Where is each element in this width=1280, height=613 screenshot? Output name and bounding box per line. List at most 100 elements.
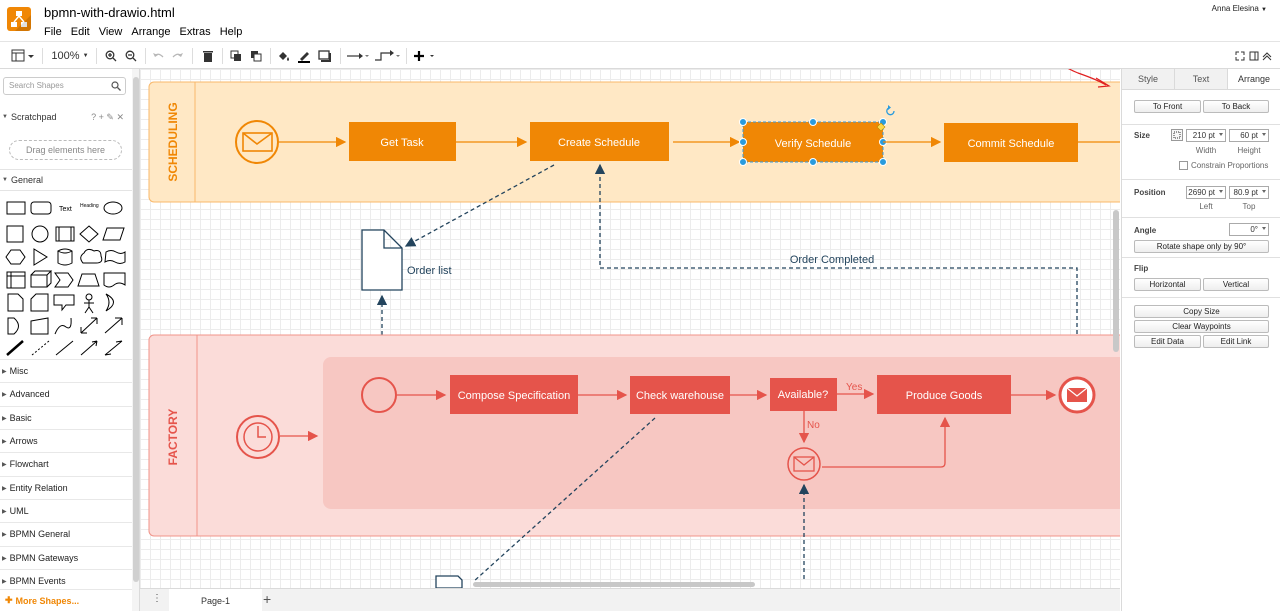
tab-text[interactable]: Text	[1175, 69, 1228, 89]
search-shapes-input[interactable]: Search Shapes	[3, 77, 126, 95]
task-verify-schedule[interactable]: Verify Schedule	[742, 121, 884, 163]
waypoints-icon[interactable]	[374, 47, 402, 65]
shape-diamond[interactable]	[79, 225, 99, 243]
start-timer-event[interactable]	[236, 415, 280, 459]
redo-icon[interactable]	[170, 47, 186, 65]
more-shapes-button[interactable]: ✚More Shapes...	[0, 589, 132, 611]
gateway-available[interactable]: Available?	[770, 378, 837, 411]
menu-help[interactable]: Help	[219, 26, 243, 38]
end-message-event[interactable]	[1058, 376, 1096, 414]
data-object-partial[interactable]	[435, 575, 463, 588]
message-flow-order-completed[interactable]	[594, 163, 1078, 376]
shape-trapezoid[interactable]	[77, 273, 100, 287]
shape-square[interactable]	[6, 225, 24, 243]
flip-vertical-button[interactable]: Vertical	[1203, 278, 1269, 291]
add-page-icon[interactable]: +	[263, 591, 272, 607]
shape-line[interactable]	[55, 340, 74, 356]
shape-step[interactable]	[54, 272, 74, 288]
user-menu[interactable]: Anna Elesina ▼	[1212, 4, 1267, 13]
shape-ellipse[interactable]	[103, 201, 123, 215]
shape-heading[interactable]: Heading	[80, 203, 99, 209]
canvas-vertical-scrollbar[interactable]	[1113, 210, 1119, 352]
collapse-chevron-up-icon[interactable]	[1261, 47, 1273, 65]
clear-waypoints-button[interactable]: Clear Waypoints	[1134, 320, 1269, 333]
zoom-select[interactable]: 100% ▼	[51, 50, 89, 62]
diagram-canvas[interactable]: SCHEDULING Get Task Create Schedule Veri…	[140, 69, 1120, 588]
shape-bidirectional-arrow[interactable]	[80, 317, 98, 334]
copy-size-button[interactable]: Copy Size	[1134, 305, 1269, 318]
view-panels-button[interactable]	[10, 47, 36, 65]
shape-curve[interactable]	[54, 317, 72, 335]
palette-advanced[interactable]: ▶Advanced	[0, 382, 132, 405]
palette-bpmn-general[interactable]: ▶BPMN General	[0, 522, 132, 545]
delete-icon[interactable]	[200, 47, 216, 65]
page-tab[interactable]: Page-1	[169, 589, 262, 612]
shape-cylinder[interactable]	[56, 248, 73, 266]
shape-triangle[interactable]	[33, 248, 48, 266]
canvas-horizontal-scrollbar[interactable]	[473, 582, 755, 587]
height-input[interactable]: 60 pt	[1229, 129, 1269, 142]
task-commit-schedule[interactable]: Commit Schedule	[944, 123, 1078, 162]
tab-style[interactable]: Style	[1122, 69, 1175, 89]
width-input[interactable]: 210 pt	[1186, 129, 1226, 142]
shape-cube[interactable]	[30, 270, 53, 288]
shape-parallelogram[interactable]	[102, 227, 125, 241]
flip-horizontal-button[interactable]: Horizontal	[1134, 278, 1201, 291]
shape-line-thick[interactable]	[6, 340, 24, 356]
palette-misc[interactable]: ▶Misc	[0, 359, 132, 382]
menu-edit[interactable]: Edit	[70, 26, 90, 38]
shadow-icon[interactable]	[316, 47, 334, 65]
menu-view[interactable]: View	[98, 26, 123, 38]
menu-extras[interactable]: Extras	[179, 26, 211, 38]
shape-hexagon[interactable]	[5, 249, 26, 265]
to-front-button[interactable]: To Front	[1134, 100, 1201, 113]
association-createschedule-orderlist[interactable]	[404, 164, 555, 247]
page-menu-icon[interactable]: ⋮	[152, 593, 162, 604]
scratchpad-header[interactable]: ▼Scratchpad ? + ✎ ✕	[0, 107, 132, 127]
task-produce-goods[interactable]: Produce Goods	[877, 375, 1011, 414]
menu-arrange[interactable]: Arrange	[131, 26, 171, 38]
edit-data-button[interactable]: Edit Data	[1134, 335, 1201, 348]
shape-line-dashed[interactable]	[31, 340, 50, 356]
data-object-order-list[interactable]: Order list	[361, 229, 452, 291]
sidebar-scrollbar[interactable]	[132, 69, 139, 611]
tab-arrange[interactable]: Arrange	[1228, 69, 1280, 89]
start-event-factory[interactable]	[361, 377, 397, 413]
to-front-icon[interactable]	[228, 47, 244, 65]
task-compose-specification[interactable]: Compose Specification	[450, 375, 578, 414]
rotate-90-button[interactable]: Rotate shape only by 90°	[1134, 240, 1269, 253]
shape-cloud[interactable]	[80, 248, 103, 264]
task-check-warehouse[interactable]: Check warehouse	[630, 376, 730, 414]
flow-message-to-produce[interactable]	[822, 416, 951, 468]
start-message-event[interactable]	[235, 120, 279, 164]
document-title[interactable]: bpmn-with-drawio.html	[44, 5, 175, 20]
sidebar-scrollbar-thumb[interactable]	[133, 77, 139, 582]
zoom-out-icon[interactable]	[123, 47, 139, 65]
shape-text[interactable]: Text	[59, 206, 72, 213]
shape-or[interactable]	[105, 293, 114, 312]
edit-link-button[interactable]: Edit Link	[1203, 335, 1269, 348]
shape-process[interactable]	[55, 226, 75, 242]
shape-internal-storage[interactable]	[6, 271, 26, 289]
shape-rounded-rectangle[interactable]	[30, 201, 52, 215]
general-palette-header[interactable]: ▼General	[0, 169, 132, 191]
palette-basic[interactable]: ▶Basic	[0, 406, 132, 429]
to-back-button[interactable]: To Back	[1203, 100, 1269, 113]
task-get-task[interactable]: Get Task	[349, 122, 456, 161]
palette-flowchart[interactable]: ▶Flowchart	[0, 452, 132, 475]
shape-card[interactable]	[30, 293, 49, 312]
shape-manual-input[interactable]	[30, 317, 49, 335]
zoom-in-icon[interactable]	[103, 47, 119, 65]
undo-icon[interactable]	[150, 47, 166, 65]
shape-bidirectional-line[interactable]	[104, 340, 123, 356]
shape-circle[interactable]	[31, 225, 49, 243]
palette-bpmn-gateways[interactable]: ▶BPMN Gateways	[0, 546, 132, 569]
shape-arrow[interactable]	[104, 317, 123, 334]
format-panel-toggle-icon[interactable]	[1248, 47, 1260, 65]
shape-document[interactable]	[103, 272, 126, 288]
connection-style-icon[interactable]	[346, 47, 370, 65]
palette-entity-relation[interactable]: ▶Entity Relation	[0, 476, 132, 499]
association-check-warehouse-down[interactable]	[472, 417, 656, 583]
palette-bpmn-events[interactable]: ▶BPMN Events	[0, 569, 132, 592]
top-input[interactable]: 80.9 pt	[1229, 186, 1269, 199]
